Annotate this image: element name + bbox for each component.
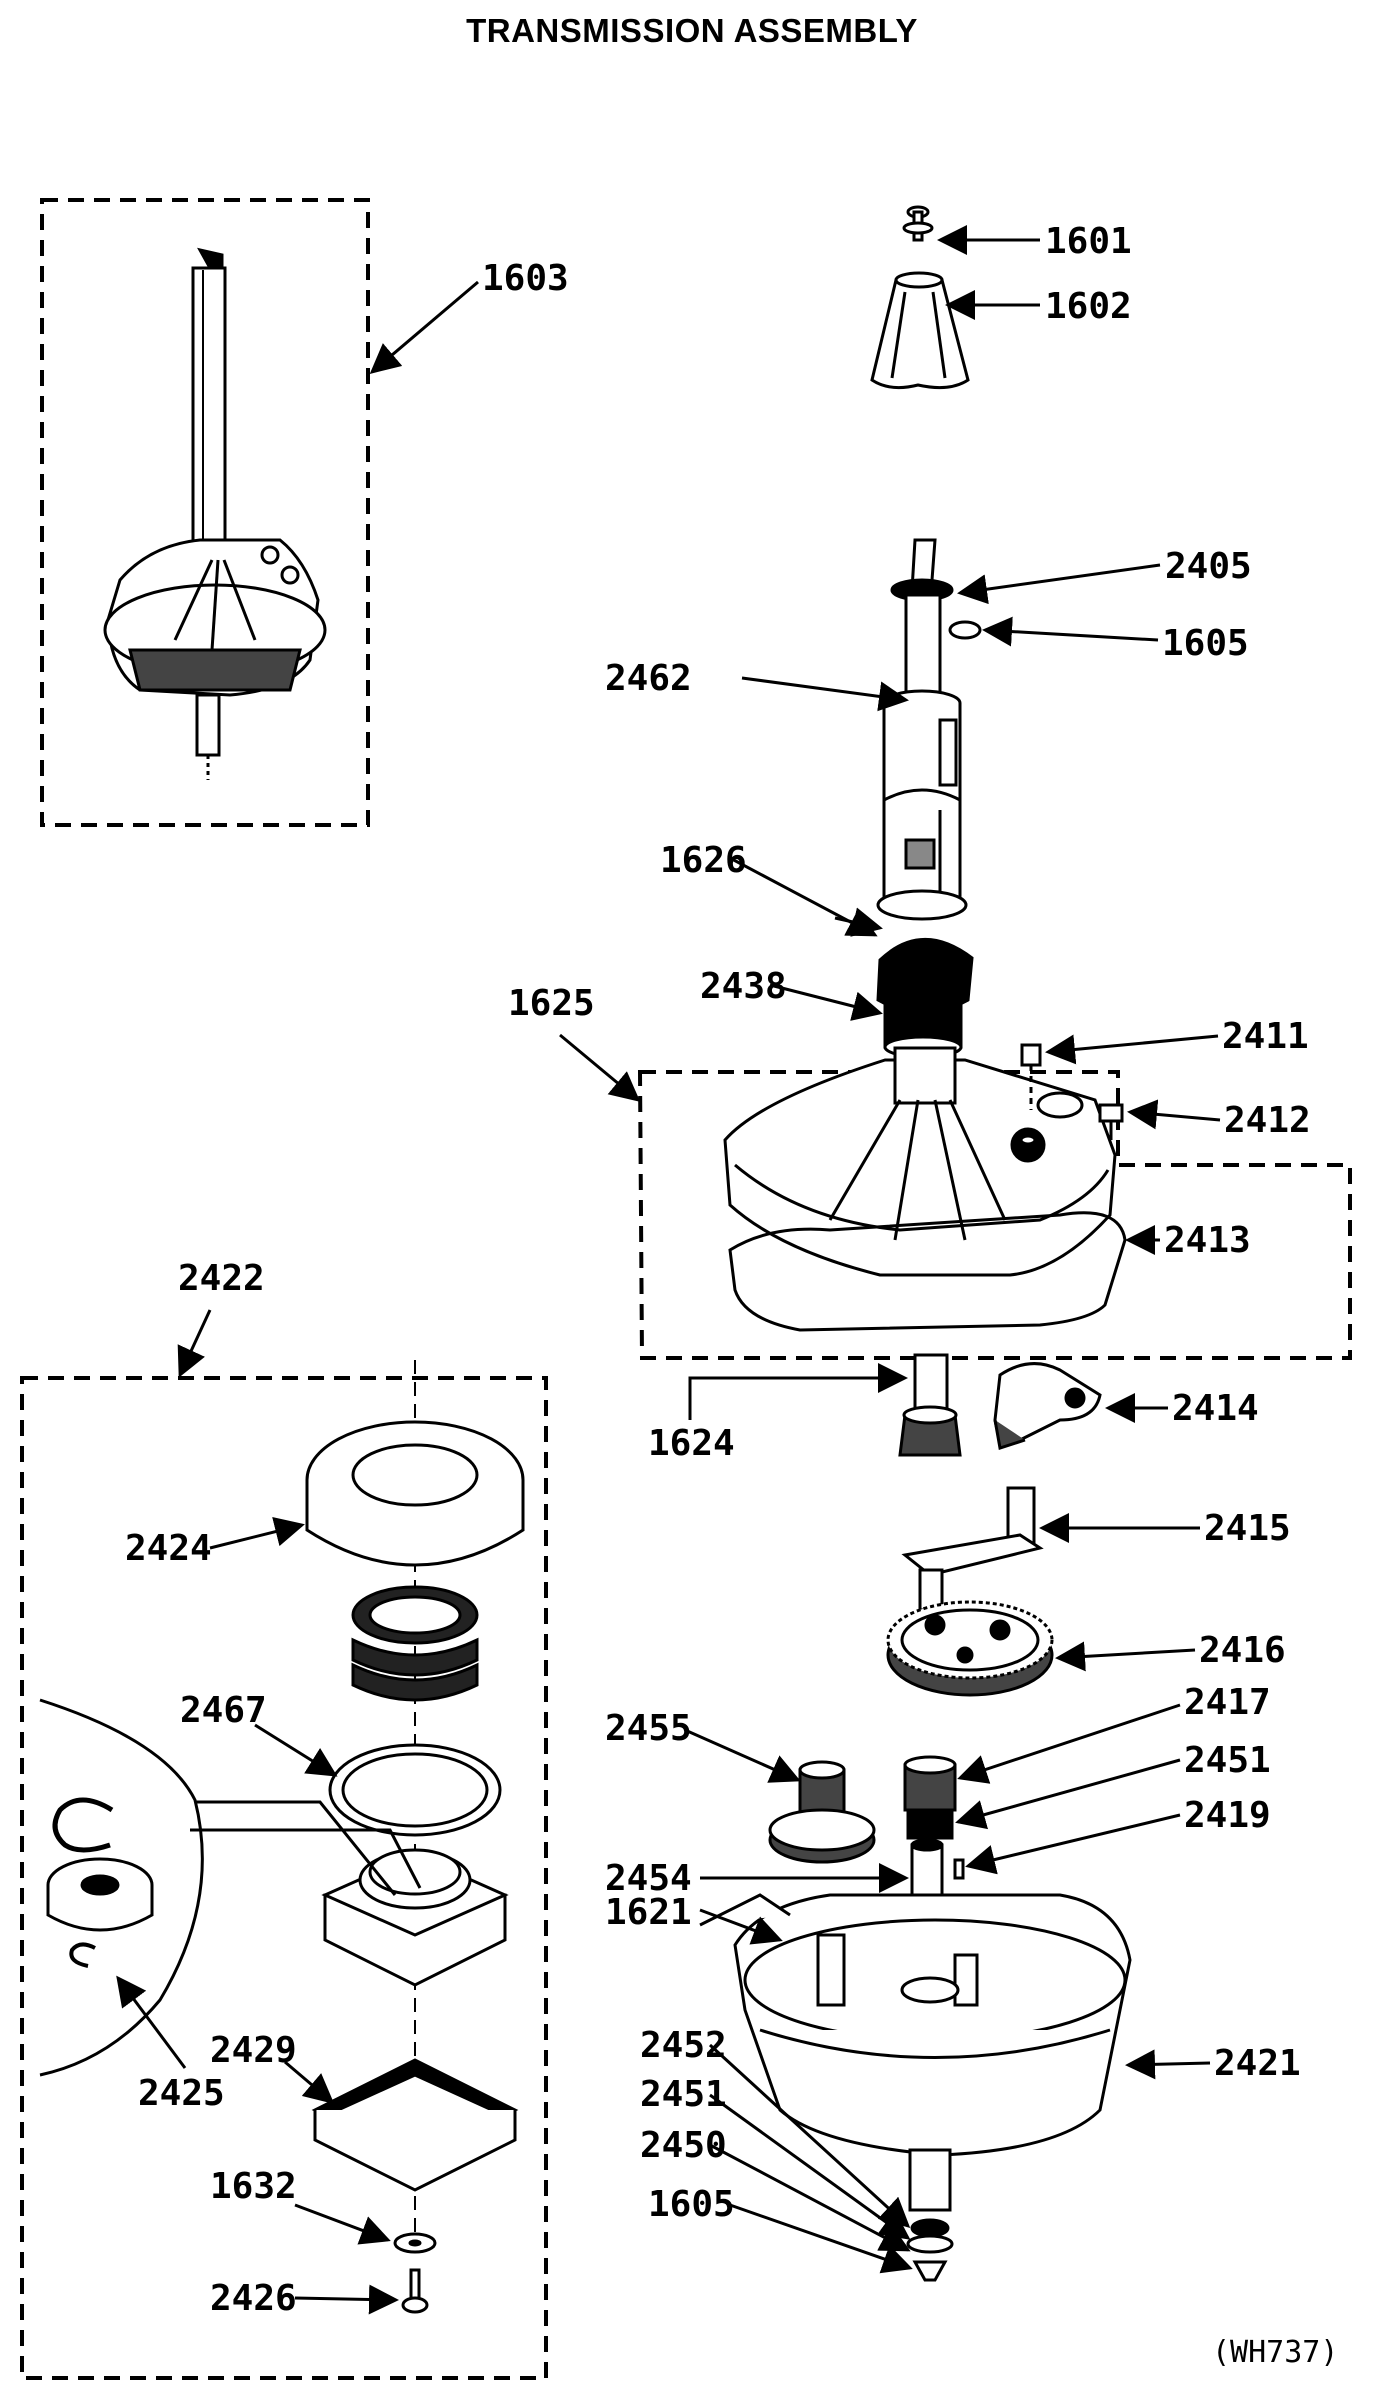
agitator-cap-1602	[870, 271, 970, 390]
part-label-2414: 2414	[1172, 1388, 1259, 1429]
part-label-1624: 1624	[648, 1423, 735, 1464]
screw-1601	[902, 205, 934, 242]
part-label-2413: 2413	[1164, 1220, 1251, 1261]
part-label-1601: 1601	[1045, 221, 1132, 262]
pinion-gear-2417	[903, 1755, 957, 1840]
seal-ring-2424	[305, 1420, 525, 1567]
seal-housing	[321, 1848, 509, 1987]
part-label-2451-upper: 2451	[1184, 1740, 1271, 1781]
shaft-2405	[890, 538, 954, 697]
part-label-2454: 2454	[605, 1858, 692, 1899]
retaining-ring-detail	[52, 1797, 114, 1853]
part-label-1602: 1602	[1045, 286, 1132, 327]
bearing-detail	[46, 1857, 154, 1932]
assembly-1625-box	[637, 1070, 1352, 1360]
part-label-1603: 1603	[482, 258, 569, 299]
part-label-2417: 2417	[1184, 1682, 1271, 1723]
part-label-2412: 2412	[1224, 1100, 1311, 1141]
part-label-2467: 2467	[180, 1690, 267, 1731]
part-label-2426: 2426	[210, 2278, 297, 2319]
crank-2415	[901, 1486, 1044, 1612]
detail-callout	[39, 1698, 204, 2077]
bellows-seal	[351, 1585, 479, 1702]
part-label-1621: 1621	[605, 1892, 692, 1933]
assembly-1603-box	[40, 198, 370, 827]
pin-2419	[953, 1858, 965, 1880]
part-label-2438: 2438	[700, 966, 787, 1007]
seal-1626	[876, 889, 974, 1014]
retainer-2429	[311, 2058, 519, 2192]
housing-cover-1625	[723, 1046, 1117, 1277]
part-label-2429: 2429	[210, 2030, 297, 2071]
part-label-2405: 2405	[1165, 546, 1252, 587]
page-title: TRANSMISSION ASSEMBLY	[466, 12, 918, 49]
part-label-1626: 1626	[660, 840, 747, 881]
part-label-2451-lower: 2451	[640, 2074, 727, 2115]
screw-2426	[401, 2268, 429, 2314]
part-label-2422: 2422	[178, 1258, 265, 1299]
part-label-2455: 2455	[605, 1708, 692, 1749]
part-label-1632: 1632	[210, 2166, 297, 2207]
drawing-code: (WH737)	[1212, 2335, 1338, 2370]
part-label-2419: 2419	[1184, 1795, 1271, 1836]
part-label-2411: 2411	[1222, 1016, 1309, 1057]
part-label-2462: 2462	[605, 658, 692, 699]
ring-2467	[328, 1743, 502, 1837]
snap-ring-1605-top	[948, 620, 982, 640]
clip-2425	[69, 1942, 96, 1968]
part-label-2452: 2452	[640, 2025, 727, 2066]
part-label-2424: 2424	[125, 1528, 212, 1569]
assembly-2422-box	[20, 1376, 548, 2380]
screw-2412	[1098, 1103, 1124, 1140]
bottom-fasteners	[906, 2218, 954, 2282]
tube-2462	[882, 689, 962, 900]
nut-2411	[1020, 1043, 1042, 1110]
pinion-1624	[898, 1353, 962, 1457]
gear-case-2421	[699, 1893, 1132, 2212]
part-label-1605-top: 1605	[1162, 623, 1249, 664]
part-label-1625: 1625	[508, 983, 595, 1024]
part-label-1605-bottom: 1605	[648, 2184, 735, 2225]
transmission-assembly-1603	[103, 247, 327, 780]
part-label-2415: 2415	[1204, 1508, 1291, 1549]
gear-2416	[886, 1600, 1054, 1697]
washer-1632	[393, 2232, 437, 2254]
shifter-2414	[993, 1362, 1102, 1450]
part-label-2450: 2450	[640, 2125, 727, 2166]
part-label-2425: 2425	[138, 2073, 225, 2114]
part-label-2421: 2421	[1214, 2043, 1301, 2084]
gear-2455	[768, 1760, 876, 1864]
part-label-2416: 2416	[1199, 1630, 1286, 1671]
